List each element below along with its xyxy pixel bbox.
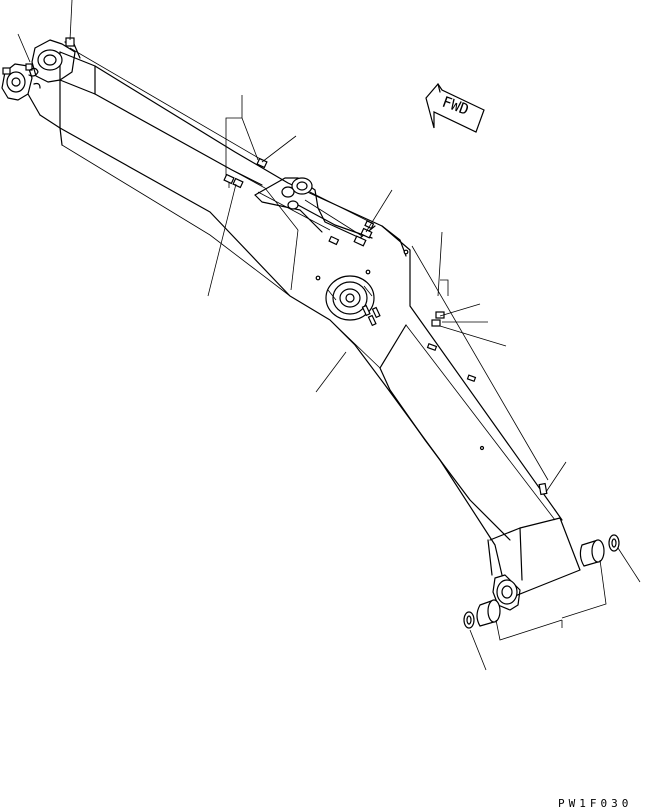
clamp-pads: [223, 157, 548, 496]
cylinder-bracket: [254, 177, 376, 239]
fwd-arrow-icon: FWD: [425, 83, 485, 133]
bushings: [463, 534, 620, 629]
leader-lines: [17, 0, 641, 671]
boom-body: [39, 51, 556, 576]
drawing-code: PW1F030: [558, 797, 633, 810]
center-boss: [325, 275, 375, 321]
boom-foot-end: [1, 37, 81, 116]
boom-tip-end: [487, 509, 581, 611]
